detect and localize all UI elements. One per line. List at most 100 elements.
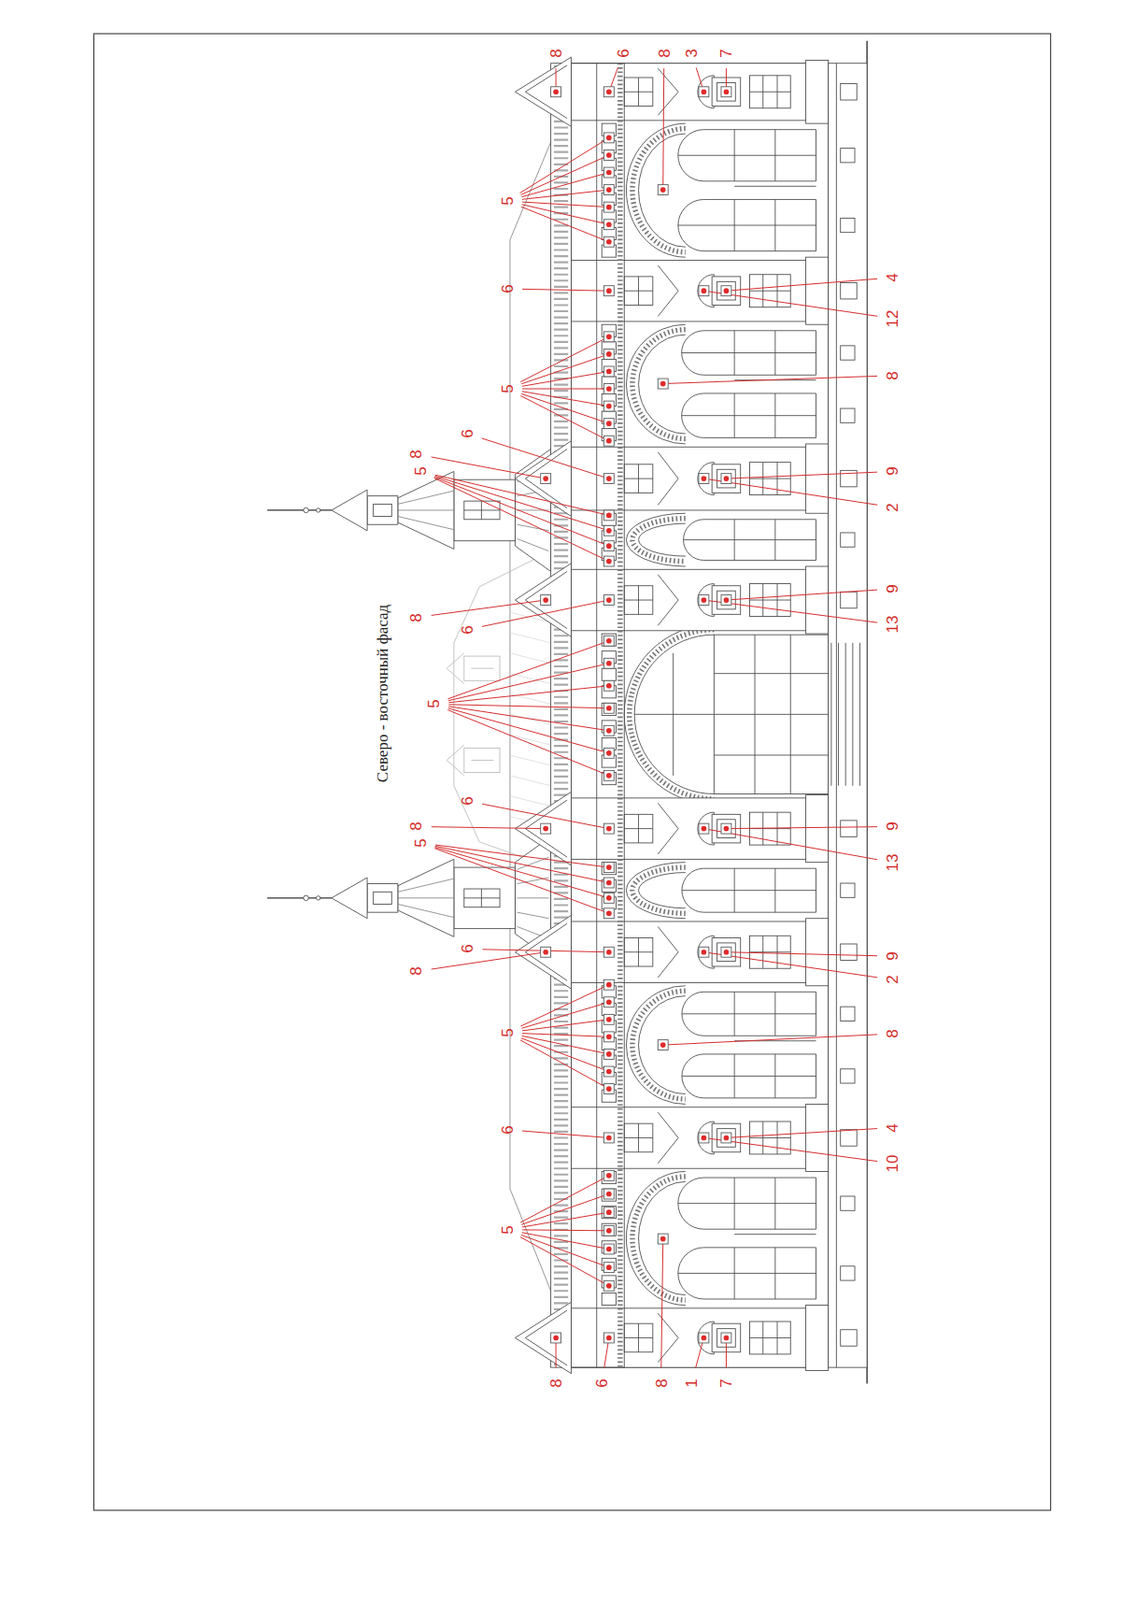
- tower-hatch: [517, 911, 550, 919]
- leader-line: [434, 477, 610, 561]
- pier-small-window: [624, 936, 653, 966]
- marker-dot: [606, 152, 612, 158]
- leader-line: [431, 456, 547, 479]
- window-bar: [624, 1136, 653, 1138]
- marker-dot: [606, 542, 612, 549]
- callout-number: 6: [615, 48, 632, 57]
- leader-line: [725, 589, 878, 600]
- marker-dot: [723, 596, 730, 603]
- leader-line: [522, 1228, 610, 1231]
- marker-dot: [606, 1334, 612, 1341]
- dormer-roof: [446, 744, 465, 776]
- tower-drum: [454, 866, 516, 929]
- marker-dot: [723, 475, 730, 482]
- marker-dot: [660, 381, 667, 387]
- arched-window: [681, 330, 817, 375]
- window-mullion: [678, 155, 817, 157]
- basement-window: [840, 408, 855, 423]
- basement-block: [840, 1329, 857, 1346]
- marker-dot: [723, 825, 730, 832]
- cornice-square: [601, 1188, 616, 1201]
- marker-dot: [701, 596, 708, 603]
- leader-line: [448, 708, 610, 753]
- callout-number: 5: [498, 196, 515, 205]
- grille-bar: [750, 478, 792, 480]
- marker-dot: [606, 998, 612, 1005]
- marker-dot: [701, 287, 708, 294]
- marker-dot: [606, 772, 612, 779]
- marker-frame: [603, 184, 614, 196]
- marker-frame: [657, 1233, 668, 1244]
- tower-window-bar: [464, 509, 500, 511]
- pyramid-hatch: [397, 903, 455, 917]
- pier: [567, 568, 829, 631]
- grille-bar: [750, 290, 792, 292]
- basement-window: [840, 148, 855, 163]
- pyramid-hatch: [397, 878, 455, 892]
- marker-dot: [606, 1191, 612, 1197]
- marker-dot: [606, 368, 612, 375]
- pier-pediment: [514, 563, 571, 638]
- leader-line: [522, 189, 610, 199]
- leader-line: [431, 599, 546, 615]
- marker-dot: [606, 170, 612, 176]
- marker-frame: [603, 1243, 614, 1254]
- leader-line: [522, 388, 610, 390]
- marker-frame: [603, 595, 614, 606]
- pyramid-hatch: [397, 490, 455, 504]
- callout-number: 8: [655, 48, 672, 57]
- window-mullion: [681, 889, 817, 891]
- marker-dot: [701, 825, 708, 832]
- marker-frame: [721, 86, 732, 98]
- marker-frame: [603, 473, 614, 484]
- pier-grille: [750, 462, 792, 496]
- marker-dot: [701, 949, 708, 955]
- leader-line: [520, 1039, 610, 1089]
- glazing-bar: [790, 634, 792, 794]
- leader-line: [522, 1033, 610, 1037]
- marker-frame: [603, 635, 614, 646]
- marker-frame: [603, 1132, 614, 1143]
- tower-window-bar: [464, 896, 500, 898]
- callout-number: 8: [408, 449, 425, 458]
- marker-dot: [606, 1135, 612, 1141]
- marker-dot: [553, 88, 559, 95]
- marker-dot: [542, 949, 549, 955]
- marker-dot: [606, 239, 612, 245]
- marker-frame: [603, 418, 614, 429]
- cornice-line: [595, 63, 597, 1367]
- marker-frame: [603, 892, 614, 903]
- marker-frame: [603, 1013, 614, 1024]
- marker-frame: [603, 747, 614, 758]
- marker-frame: [603, 979, 614, 990]
- marker-frame: [603, 1083, 614, 1094]
- grille-bar: [750, 91, 792, 93]
- arched-window: [678, 1247, 817, 1299]
- callout-number: 7: [718, 1377, 735, 1387]
- marker-frame: [721, 946, 732, 957]
- pier-small-window: [624, 1122, 653, 1152]
- marker-frame: [603, 132, 614, 143]
- callout-number: 8: [408, 966, 425, 976]
- leader-line: [520, 336, 610, 382]
- pier: [567, 1307, 829, 1367]
- cornice-square: [601, 667, 616, 681]
- glazing-bar: [713, 672, 828, 674]
- leader-line: [522, 1232, 610, 1249]
- marker-dot: [606, 879, 612, 886]
- spire-bead: [315, 895, 320, 900]
- glazing-bar: [713, 754, 828, 756]
- pier-square-window: [711, 585, 741, 615]
- tower-window: [464, 888, 500, 908]
- basement-block: [840, 943, 857, 960]
- marker-frame: [721, 1332, 732, 1343]
- marker-dot: [606, 1085, 612, 1092]
- basement-window: [840, 1265, 855, 1280]
- callout-number: 2: [884, 974, 901, 983]
- tower-hatch: [517, 539, 550, 552]
- callout-number: 6: [594, 1377, 611, 1387]
- bay-arch-inner: [638, 523, 686, 556]
- pier-square-inner: [717, 281, 737, 300]
- parapet-balusters: [553, 65, 568, 1365]
- callout-number: 9: [884, 950, 901, 960]
